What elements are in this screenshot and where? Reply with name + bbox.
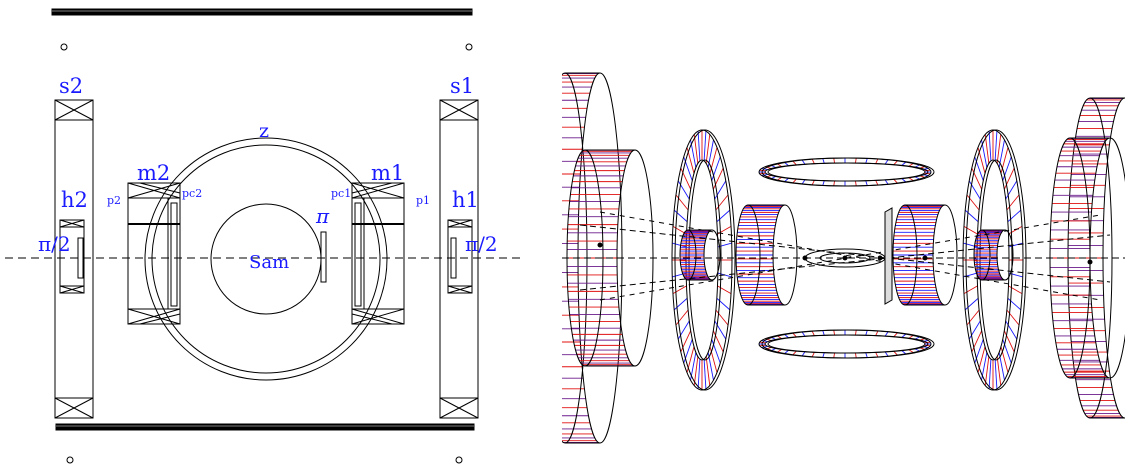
small-cylinder-left (679, 229, 721, 281)
label-s2: s2 (59, 74, 83, 98)
label-z: z (259, 120, 269, 142)
h2-hodoscope (59, 219, 85, 294)
bottom-rail (55, 423, 475, 431)
inner-cylinders (679, 204, 1014, 306)
label-pc2: pc2 (182, 187, 202, 200)
label-m2: m2 (137, 161, 170, 185)
wireframe-view (562, 72, 1125, 444)
flat-ring-top (758, 157, 935, 187)
beam-tracks (562, 207, 1125, 305)
z-chamber (144, 137, 388, 381)
inner-cylinder-right (892, 204, 958, 306)
pi-target (320, 231, 327, 283)
m2-chamber (127, 182, 181, 325)
s2-wall (54, 99, 94, 419)
flat-rings (758, 157, 935, 359)
label-pi-half-left: π/2 (38, 232, 71, 256)
h1-hodoscope (447, 219, 473, 294)
mid-ring-left (671, 129, 736, 391)
big-ring-left-inner (566, 149, 654, 367)
label-h1: h1 (452, 188, 479, 212)
label-pi-half-right: π/2 (465, 232, 498, 256)
small-cylinder-right (973, 229, 1014, 281)
middle-rings (671, 129, 1027, 391)
label-p1: p1 (416, 194, 430, 207)
schematic-view (5, 8, 522, 464)
label-pi: π (315, 204, 330, 228)
corner-marker-icon (465, 43, 473, 51)
mid-ring-right (962, 129, 1027, 391)
label-h2: h2 (61, 188, 88, 212)
m1-chamber (351, 182, 405, 325)
schematic-labels: s2 s1 z m2 m1 h2 h1 p2 p1 pc2 pc1 π π/2 … (38, 74, 498, 273)
vertex-marker-icon (842, 255, 848, 261)
label-sam: Sam (249, 252, 289, 273)
label-m1: m1 (371, 161, 404, 185)
corner-marker-icon (455, 456, 463, 464)
label-pc1: pc1 (331, 187, 351, 200)
label-s1: s1 (450, 74, 474, 98)
inner-cylinder-left (735, 204, 798, 306)
label-p2: p2 (107, 194, 121, 207)
s1-wall (439, 99, 479, 419)
top-rail (51, 8, 473, 16)
corner-marker-icon (60, 43, 68, 51)
flat-ring-bottom (758, 329, 935, 359)
corner-marker-icon (66, 456, 74, 464)
